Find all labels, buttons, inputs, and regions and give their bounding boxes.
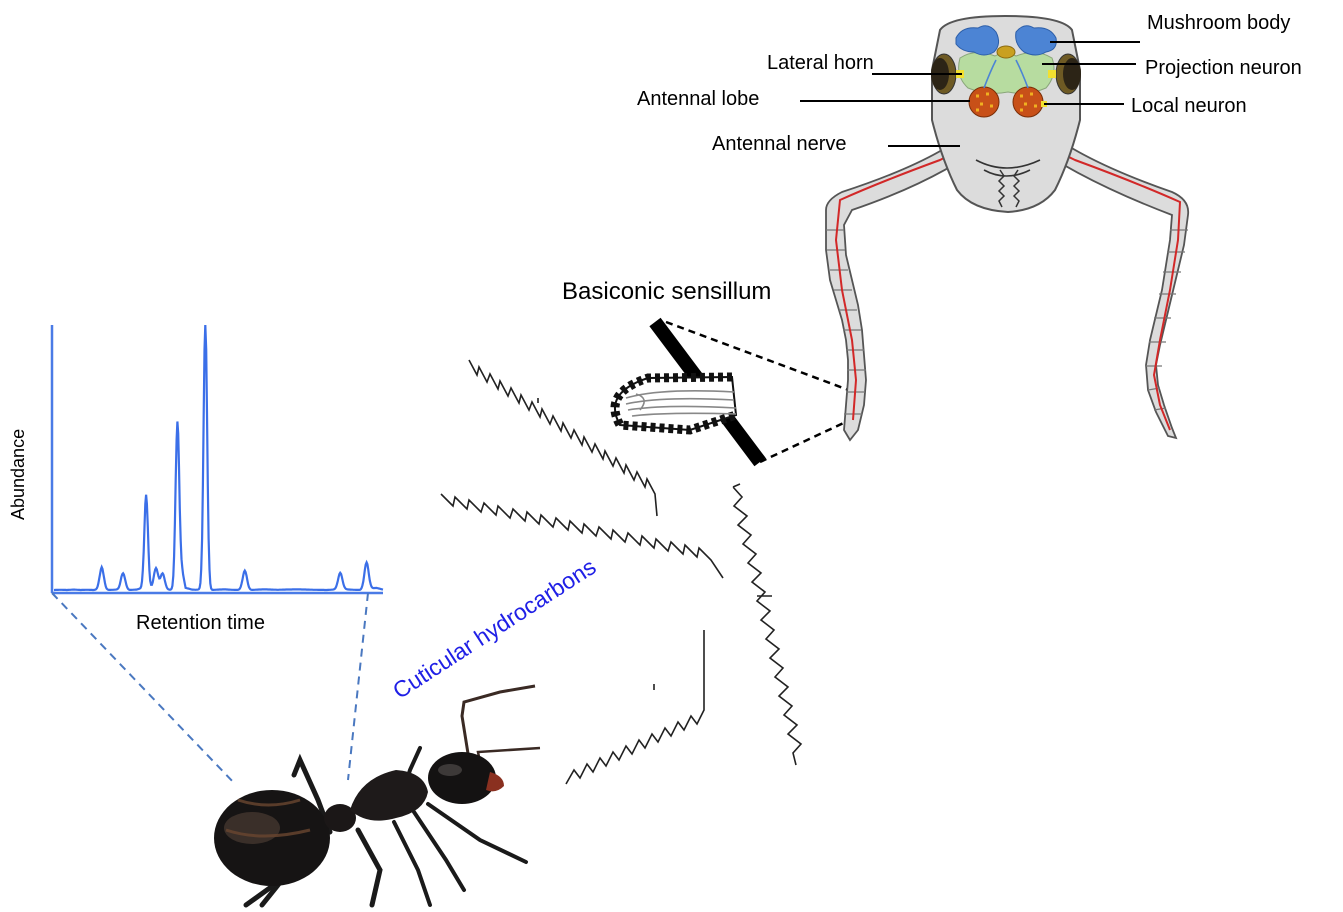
right-lh-marker xyxy=(1048,70,1056,78)
right-antennal-lobe xyxy=(1013,87,1043,117)
hydrocarbon-chain xyxy=(733,484,801,765)
ant-gaster-highlight xyxy=(224,812,280,844)
sensillum-diagram xyxy=(615,322,862,462)
label-antennal-lobe: Antennal lobe xyxy=(637,88,759,111)
hydrocarbon-chain xyxy=(566,630,704,784)
ant-head-diagram xyxy=(800,16,1188,440)
central-body xyxy=(997,46,1015,58)
head-capsule xyxy=(932,16,1080,212)
chromatogram-line xyxy=(54,325,383,590)
lateral-horn-region xyxy=(959,52,1054,93)
antenna-segments xyxy=(826,230,1188,414)
chart-y-label: Abundance xyxy=(8,429,29,520)
left-antennal-lobe xyxy=(969,87,999,117)
zoom-line-bottom xyxy=(760,420,850,462)
label-local-neuron: Local neuron xyxy=(1131,95,1247,118)
label-mushroom-body: Mushroom body xyxy=(1147,12,1290,35)
right-eye-shade xyxy=(1063,58,1081,90)
label-basiconic-sensillum: Basiconic sensillum xyxy=(562,278,771,306)
chart-x-label: Retention time xyxy=(136,612,265,635)
chromatogram xyxy=(52,325,383,785)
ant-head xyxy=(428,752,496,804)
label-antennal-nerve: Antennal nerve xyxy=(712,133,847,156)
label-projection-neuron: Projection neuron xyxy=(1145,57,1302,80)
label-lateral-horn: Lateral horn xyxy=(767,52,874,75)
ant-leg xyxy=(358,830,380,905)
ant-leg xyxy=(394,822,430,905)
ant-head-shine xyxy=(438,764,462,776)
guide-line-right xyxy=(348,593,368,780)
ant-photo xyxy=(214,686,540,905)
